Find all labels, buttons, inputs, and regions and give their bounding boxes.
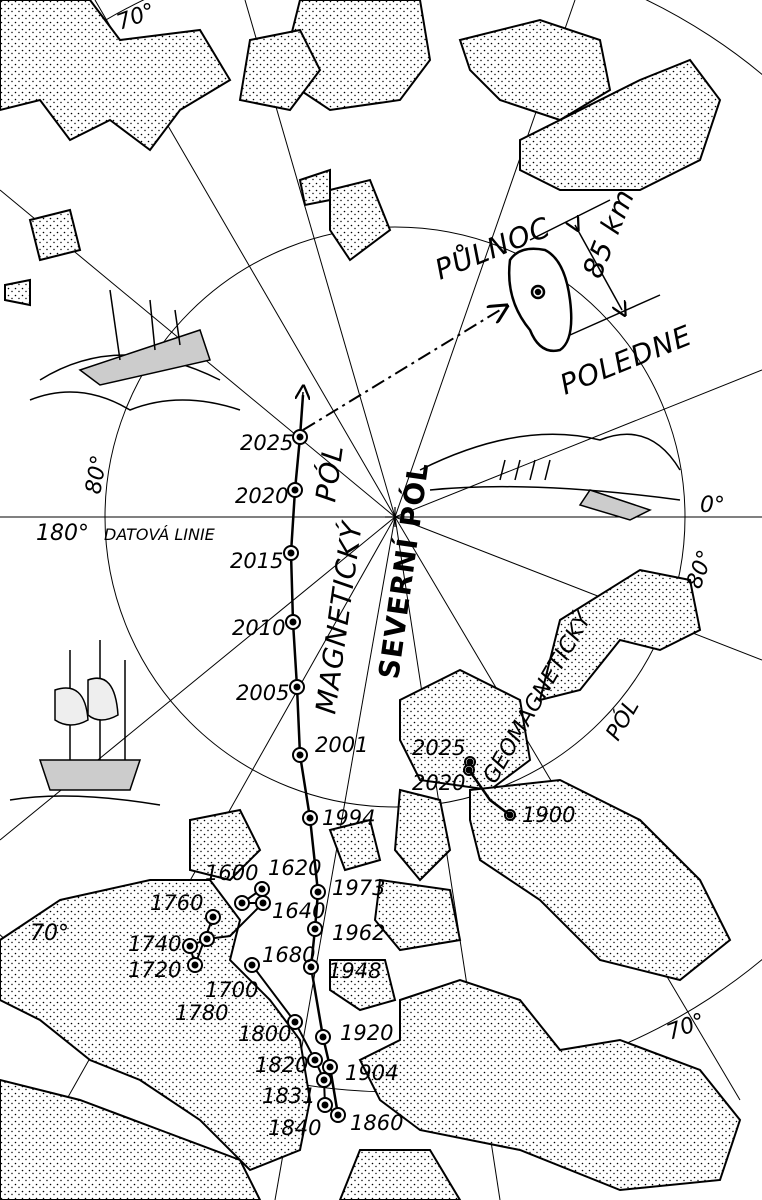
year-label: 1800 — [238, 1022, 291, 1046]
magnetic-pole-label-2: PÓL — [308, 442, 350, 504]
sailing-ship-illustration — [9, 640, 161, 806]
daily-oscillation-inset — [508, 199, 661, 353]
track-point-dot — [306, 814, 314, 822]
shipwreck-illustration — [29, 289, 241, 411]
year-label: 2005 — [236, 681, 289, 705]
geomagnetic-pole-label-2: PÓL — [601, 695, 645, 745]
year-label: 1640 — [272, 899, 325, 923]
track-point-dot — [320, 1076, 328, 1084]
geomagnetic-track-line — [467, 769, 511, 816]
year-label: 2025 — [240, 431, 293, 455]
year-label: 1994 — [322, 806, 375, 830]
geographic-north-pole-marker — [385, 507, 405, 527]
magnetic-pole-label: MAGNETICKÝ — [308, 518, 369, 716]
year-label: 1948 — [328, 959, 381, 983]
meridian — [394, 516, 762, 661]
track-point-dot — [259, 899, 267, 907]
year-label: 2020 — [412, 771, 465, 795]
latitude-80-label: 80° — [81, 453, 112, 496]
year-label: 1620 — [268, 856, 321, 880]
year-label: 2015 — [230, 549, 283, 573]
year-label: 1720 — [128, 958, 181, 982]
distance-label: 85 km — [576, 184, 641, 283]
latitude-70-label-top: 70° — [114, 0, 159, 36]
year-label: 1600 — [205, 861, 258, 885]
latitude-80-label-right: 80° — [682, 547, 719, 592]
year-label: 1900 — [522, 803, 575, 827]
track-point-dot — [258, 885, 266, 893]
track-point-dot — [186, 942, 194, 950]
inset-pointer-line — [302, 310, 500, 431]
magnetic-pole-track-line — [289, 394, 340, 1116]
track-point-dot — [248, 961, 256, 969]
track-point-dot — [291, 1018, 299, 1026]
latitude-70-label-right: 70° — [664, 1009, 709, 1046]
date-line-label: DATOVÁ LINIE — [104, 525, 216, 544]
longitude-180-label: 180° — [36, 521, 89, 546]
latitude-70-label-left: 70° — [30, 921, 69, 946]
year-label: 1904 — [345, 1061, 398, 1085]
year-label: 2020 — [235, 484, 288, 508]
year-label: 1973 — [332, 876, 385, 900]
noon-label: POLEDNE — [555, 319, 697, 402]
track-point-dot — [307, 963, 315, 971]
year-label: 2025 — [412, 736, 465, 760]
track-point-dot — [334, 1111, 342, 1119]
distance-arrow-icon — [575, 225, 622, 310]
track-point-dot — [287, 549, 295, 557]
year-label: 1680 — [262, 943, 315, 967]
year-label: 1740 — [128, 932, 181, 956]
meridian — [394, 369, 762, 518]
year-label: 1831 — [262, 1084, 315, 1108]
year-label: 1840 — [268, 1116, 321, 1140]
track-point-dot — [203, 935, 211, 943]
landmasses — [0, 0, 742, 1200]
track-point-dot — [466, 758, 474, 766]
year-label: 2001 — [315, 733, 368, 757]
track-point-dot — [291, 486, 299, 494]
year-label: 1920 — [340, 1021, 393, 1045]
track-point-dot — [314, 888, 322, 896]
track-point-dot — [191, 961, 199, 969]
year-label: 1820 — [255, 1053, 308, 1077]
track-points — [182, 429, 516, 1123]
year-label: 1760 — [150, 891, 203, 915]
longitude-0-label: 0° — [700, 493, 725, 518]
track-point-dot — [296, 751, 304, 759]
track-point-dot — [293, 683, 301, 691]
year-label: 1962 — [332, 921, 385, 945]
year-label: 1860 — [350, 1111, 403, 1135]
year-label: 1780 — [175, 1001, 228, 1025]
track-point-dot — [326, 1063, 334, 1071]
year-label: 1700 — [205, 978, 258, 1002]
track-point-dot — [289, 618, 297, 626]
track-point-dot — [296, 433, 304, 441]
track-point-dot — [311, 1056, 319, 1064]
year-label: 2010 — [232, 616, 285, 640]
track-point-dot — [311, 925, 319, 933]
track-point-dot — [209, 913, 217, 921]
track-point-dot — [319, 1033, 327, 1041]
track-point-dot — [321, 1101, 329, 1109]
sledge-expedition-illustration — [419, 433, 681, 521]
track-point-dot — [238, 899, 246, 907]
